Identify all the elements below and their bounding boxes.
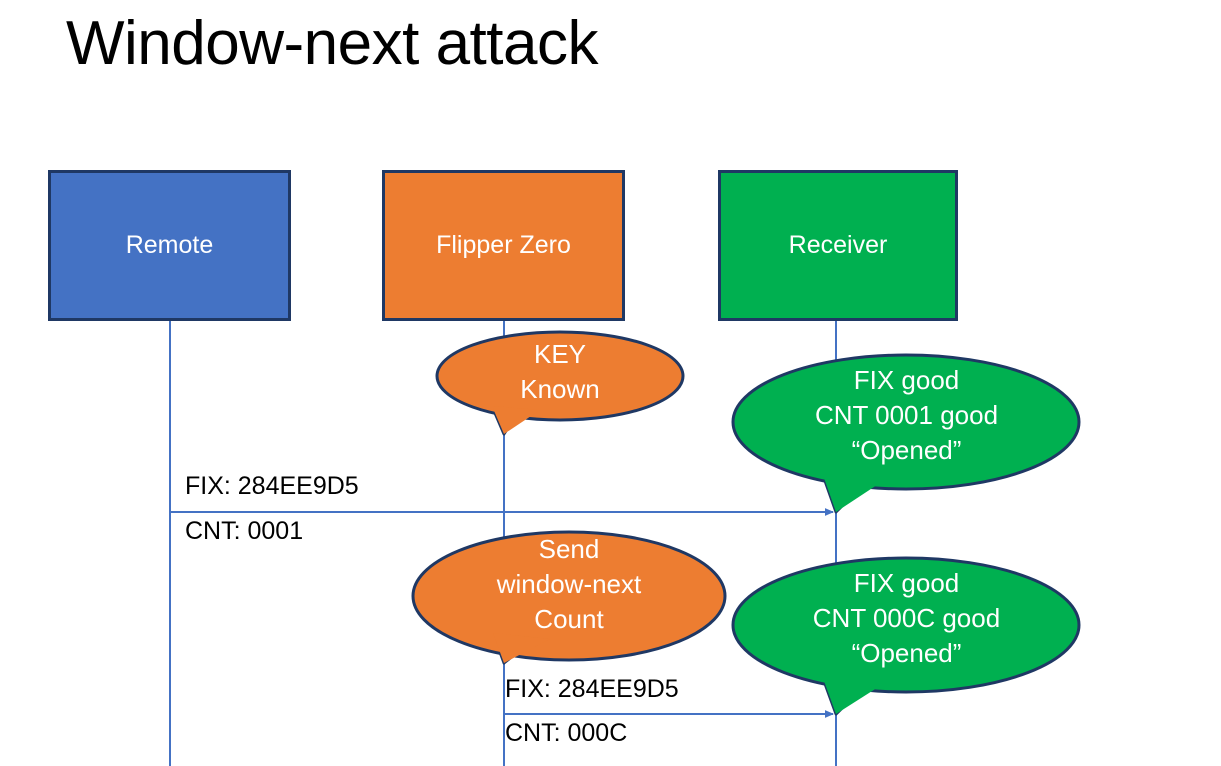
actor-label-flipper: Flipper Zero bbox=[436, 231, 571, 259]
actor-box-receiver[interactable]: Receiver bbox=[718, 170, 958, 321]
callout-receiver-ok-2-shape bbox=[731, 556, 1081, 716]
callout-key-known-shape bbox=[435, 330, 685, 436]
message-arrows bbox=[170, 508, 834, 718]
callout-receiver-ok-1-shape bbox=[731, 353, 1081, 514]
callout-send-window-next-shape bbox=[411, 530, 727, 665]
message-2-cnt-label: CNT: 000C bbox=[505, 719, 628, 747]
page-title: Window-next attack bbox=[66, 9, 599, 78]
message-2-fix-label: FIX: 284EE9D5 bbox=[505, 675, 679, 703]
message-1-fix-label: FIX: 284EE9D5 bbox=[185, 472, 359, 500]
message-1-cnt-label: CNT: 0001 bbox=[185, 517, 304, 545]
actor-label-receiver: Receiver bbox=[788, 231, 888, 259]
actor-label-remote: Remote bbox=[125, 231, 214, 259]
actor-box-remote[interactable]: Remote bbox=[48, 170, 291, 321]
actor-box-flipper[interactable]: Flipper Zero bbox=[382, 170, 625, 321]
